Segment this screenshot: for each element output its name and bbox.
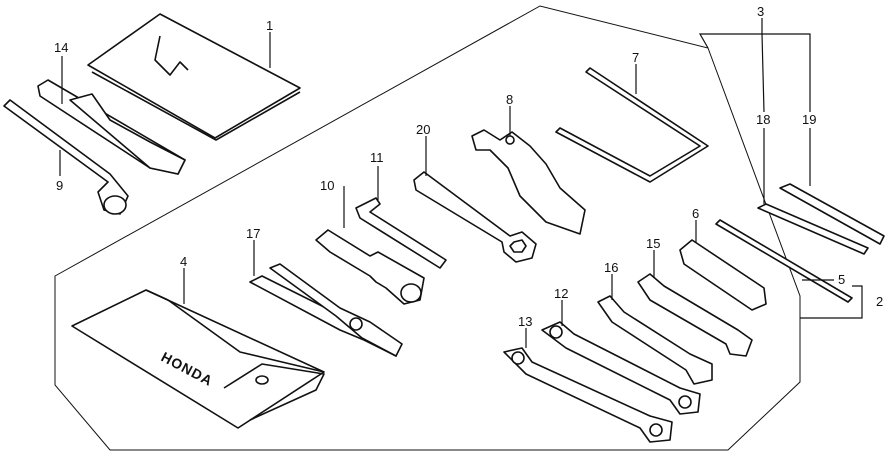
leader-lines bbox=[59, 18, 863, 348]
part-15-combination-wrench bbox=[637, 273, 753, 357]
callout-12: 12 bbox=[554, 286, 568, 301]
callout-9: 9 bbox=[56, 178, 63, 193]
part-6-screwdriver-handle bbox=[679, 239, 767, 311]
part-4-tool-bag-roll: HONDA bbox=[71, 289, 325, 429]
callout-8: 8 bbox=[506, 92, 513, 107]
part-14-box-wrench bbox=[37, 79, 186, 175]
callout-7: 7 bbox=[632, 50, 639, 65]
callout-5: 5 bbox=[838, 272, 845, 287]
callout-16: 16 bbox=[604, 260, 618, 275]
callout-6: 6 bbox=[692, 206, 699, 221]
part-1-tool-bag bbox=[87, 13, 301, 141]
part-16-combination-wrench bbox=[597, 295, 713, 385]
tool-kit-outline bbox=[54, 5, 801, 451]
callout-1: 1 bbox=[266, 18, 273, 33]
callout-10: 10 bbox=[320, 178, 334, 193]
part-19-screwdriver-bit bbox=[779, 183, 885, 245]
part-12-ring-wrench bbox=[541, 321, 701, 415]
callout-labels: 1 2 3 4 5 6 7 8 9 10 11 12 13 14 15 16 1… bbox=[54, 4, 883, 329]
callout-11: 11 bbox=[370, 150, 384, 165]
part-9-handle-bar bbox=[3, 99, 129, 215]
part-17-pliers bbox=[249, 263, 403, 357]
callout-13: 13 bbox=[518, 314, 532, 329]
callout-17: 17 bbox=[246, 226, 260, 241]
part-18-screwdriver-bit bbox=[757, 203, 869, 255]
callout-14: 14 bbox=[54, 40, 68, 55]
part-7-bent-rod bbox=[555, 67, 709, 183]
callout-3: 3 bbox=[757, 4, 764, 19]
part-5-screwdriver-bit bbox=[715, 219, 853, 303]
part-20-hex-spanner bbox=[413, 171, 537, 263]
callout-18: 18 bbox=[756, 112, 770, 127]
part-8-hook-spanner bbox=[471, 129, 586, 235]
callout-4: 4 bbox=[180, 254, 187, 269]
part-10-socket-driver bbox=[315, 229, 425, 305]
part-13-ring-wrench bbox=[503, 347, 673, 443]
callout-20: 20 bbox=[416, 122, 430, 137]
part-11-hex-key bbox=[355, 197, 447, 269]
callout-15: 15 bbox=[646, 236, 660, 251]
callout-2: 2 bbox=[876, 294, 883, 309]
callout-19: 19 bbox=[802, 112, 816, 127]
